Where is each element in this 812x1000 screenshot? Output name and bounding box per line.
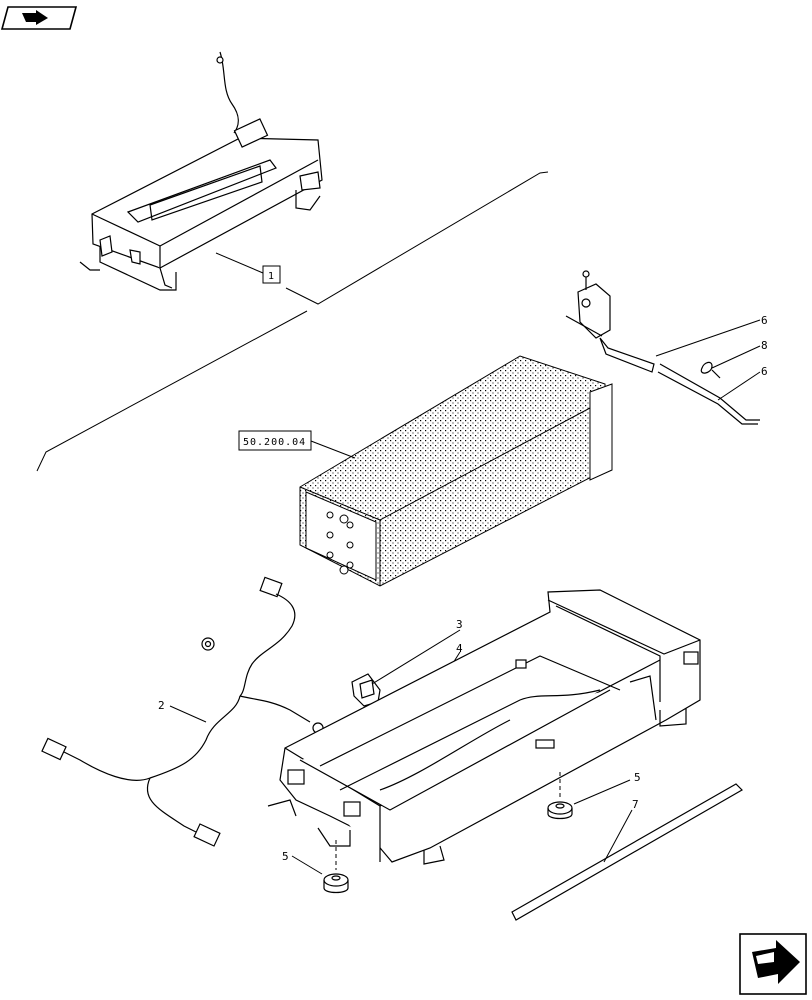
seal-strip (511, 783, 743, 921)
ref-box-core-label: 50.200.04 (243, 437, 306, 448)
callout-3-leader (371, 629, 461, 685)
callout-6-upper: 6 (761, 314, 768, 327)
next-page-arrow-icon[interactable] (739, 933, 807, 995)
ref-box-main-frame (262, 265, 281, 284)
heater-core (299, 355, 613, 587)
callout-5-right: 5 (634, 771, 641, 784)
heater-assembly (79, 51, 323, 291)
assembly-leader-line (36, 171, 549, 472)
callout-5-left: 5 (282, 850, 289, 863)
callout-6-lower: 6 (761, 365, 768, 378)
heater-housing (267, 589, 701, 865)
callout-2-leader (169, 705, 207, 723)
callout-3: 3 (456, 618, 463, 631)
callout-4: 4 (456, 642, 463, 655)
callout-5-left-leader (291, 855, 323, 875)
callout-5-right-leader (573, 779, 631, 805)
control-valve (565, 270, 760, 425)
ref-box-core-frame (238, 430, 312, 451)
callout-8: 8 (761, 339, 768, 352)
grommet-left (323, 873, 349, 894)
previous-page-arrow-icon[interactable] (0, 6, 78, 30)
valve-callout-leaders (655, 319, 761, 401)
wiring-harness (41, 576, 324, 847)
ref-box-main-label: 1 (268, 271, 275, 282)
callout-2: 2 (158, 699, 165, 712)
callout-7-leader (603, 809, 633, 863)
callout-7: 7 (632, 798, 639, 811)
grommet-right (547, 801, 573, 820)
